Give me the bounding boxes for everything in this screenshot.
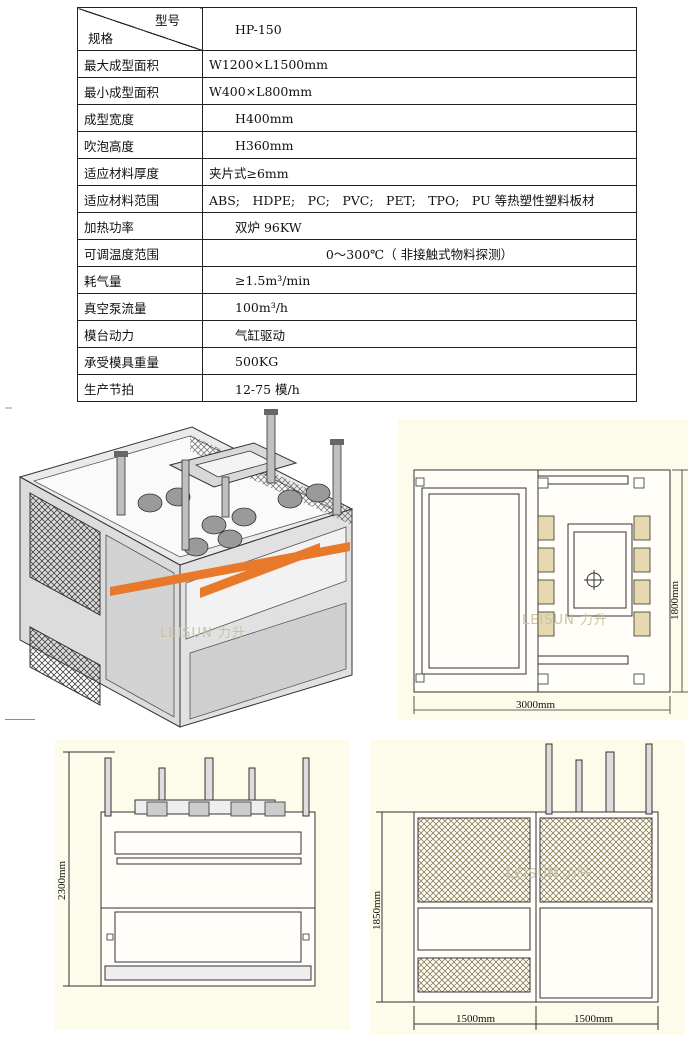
row-label: 耗气量 [77,266,203,294]
row-value: 双炉 96KW [202,212,637,240]
side-right-width-label: 1500mm [574,1013,614,1025]
row-value: 0～300℃（ 非接触式物料探测） [202,239,637,267]
row-label: 生产节拍 [77,374,203,402]
side-height-label: 1850mm [371,890,383,930]
table-header-row: 型号 规格 HP-150 [77,7,637,51]
header-model-label: 型号 [154,13,180,28]
row-value: 100m³/h [202,293,637,321]
row-label: 适应材料厚度 [77,158,203,186]
row-label: 加热功率 [77,212,203,240]
row-value: W400×L800mm [202,77,637,105]
row-label: 最小成型面积 [77,77,203,105]
row-label: 可调温度范围 [77,239,203,267]
row-value: 500KG [202,347,637,375]
row-value: 气缸驱动 [202,320,637,348]
side-watermark: LEISUN 力升 [506,867,592,882]
row-label: 真空泵流量 [77,293,203,321]
top-watermark: LEISUN 力升 [522,613,608,628]
row-value: H400mm [202,104,637,132]
table-row: 加热功率双炉 96KW [77,212,637,240]
row-label: 成型宽度 [77,104,203,132]
row-value: W1200×L1500mm [202,50,637,78]
table-row: 耗气量≥1.5m³/min [77,266,637,294]
front-view-drawing: 2300mm [56,751,316,987]
side-view-drawing: 1850mm 1500mm 1500mm LEISUN 力升 [371,743,659,1030]
model-value: HP-150 [202,7,637,51]
table-row: 模台动力气缸驱动 [77,320,637,348]
iso-watermark: LEISUN 力升 [160,626,246,641]
side-left-width-label: 1500mm [456,1013,496,1025]
top-width-label: 3000mm [516,699,556,711]
row-value: H360mm [202,131,637,159]
top-view-drawing: 3000mm 1800mm LEISUN 力升 [413,469,688,714]
row-value: ABS; HDPE; PC; PVC; PET; TPO; PU 等热塑性塑料板… [202,185,637,213]
row-value: ≥1.5m³/min [202,266,637,294]
top-height-label: 1800mm [669,580,681,620]
row-label: 吹泡高度 [77,131,203,159]
header-diagonal-cell: 型号 规格 [77,7,203,51]
divider [5,719,35,720]
row-value: 12-75 模/h [202,374,637,402]
header-spec-label: 规格 [88,31,114,46]
row-label: 承受模具重量 [77,347,203,375]
row-label: 最大成型面积 [77,50,203,78]
row-value: 夹片式≥6mm [202,158,637,186]
isometric-machine-drawing: LEISUN 力升 [5,407,354,728]
row-label: 模台动力 [77,320,203,348]
row-label: 适应材料范围 [77,185,203,213]
front-height-label: 2300mm [56,860,68,900]
table-row: 适应材料厚度夹片式≥6mm [77,158,637,186]
